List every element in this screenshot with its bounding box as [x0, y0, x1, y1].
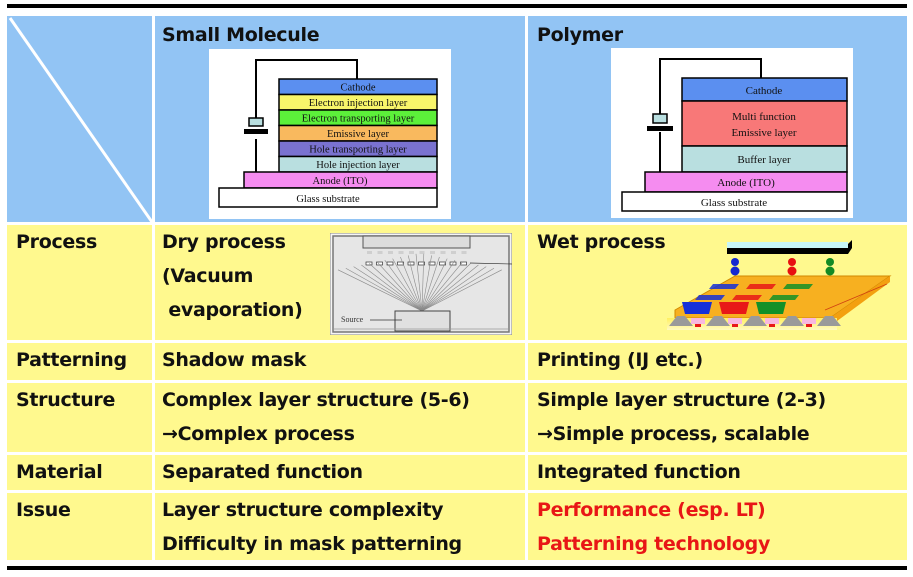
vacuum-evaporation-diagram: Source: [330, 233, 512, 335]
stack-layer: [621, 191, 848, 212]
cell-text: Wet process: [537, 231, 666, 253]
stack-layer: [218, 187, 438, 208]
layer-label: Multi function: [732, 111, 796, 123]
battery-icon: [652, 113, 668, 124]
cell-text: Shadow mask: [162, 349, 307, 371]
diagonal-line: [8, 17, 152, 222]
top-rule: [7, 4, 907, 8]
cell-text: Printing (IJ etc.): [537, 349, 703, 371]
layer-label: Emissive layer: [731, 127, 796, 139]
layer-label: Glass substrate: [701, 197, 767, 209]
inkjet-printing-diagram: [667, 240, 892, 330]
layer-label: Hole transporting layer: [309, 145, 407, 156]
corner-cell: [7, 16, 152, 222]
battery-icon: [248, 117, 264, 127]
cell-text: Layer structure complexity: [162, 499, 444, 521]
row-label: Patterning: [16, 349, 127, 371]
row-label-cell-issue: Issue: [7, 493, 152, 560]
cell-text: →Simple process, scalable: [537, 423, 810, 445]
layer-label: Glass substrate: [296, 194, 360, 205]
row-label: Material: [16, 461, 103, 483]
layer-label: Hole injection layer: [316, 160, 400, 171]
layer-label: Electron injection layer: [309, 98, 408, 109]
polymer-cell-material: Integrated function: [528, 455, 907, 490]
layer-label: Cathode: [341, 83, 376, 94]
cell-text: →Complex process: [162, 423, 355, 445]
cell-text: Simple layer structure (2-3): [537, 389, 826, 411]
cell-text: Difficulty in mask patterning: [162, 533, 462, 555]
small-molecule-cell-material: Separated function: [155, 455, 525, 490]
cell-text: (Vacuum: [162, 265, 254, 287]
cell-text: Integrated function: [537, 461, 741, 483]
small-molecule-cell-structure: Complex layer structure (5-6) →Complex pr…: [155, 383, 525, 452]
stack-layer: [681, 100, 848, 147]
ink-droplets: [730, 258, 835, 276]
row-label: Issue: [16, 499, 71, 521]
bottom-rule: [7, 566, 907, 570]
polymer-cell-patterning: Printing (IJ etc.): [528, 343, 907, 380]
layer-label: Emissive layer: [327, 129, 390, 140]
issue-text-highlight: Performance (esp. LT): [537, 499, 766, 521]
row-label-cell-material: Material: [7, 455, 152, 490]
row-label-cell-patterning: Patterning: [7, 343, 152, 380]
layer-label: Anode (ITO): [717, 177, 775, 189]
row-label-cell-process: Process: [7, 225, 152, 340]
layer-label: Electron transporting layer: [302, 114, 415, 125]
source-label: Source: [341, 315, 364, 324]
cell-text: Dry process: [162, 231, 286, 253]
layer-label: Buffer layer: [737, 154, 791, 166]
row-label: Structure: [16, 389, 116, 411]
row-label-cell-structure: Structure: [7, 383, 152, 452]
cell-text: Complex layer structure (5-6): [162, 389, 470, 411]
polymer-cell-structure: Simple layer structure (2-3) →Simple proc…: [528, 383, 907, 452]
issue-text-highlight: Patterning technology: [537, 533, 771, 555]
stack-layer: [681, 145, 848, 173]
column-heading: Small Molecule: [162, 24, 320, 46]
small-molecule-cell-patterning: Shadow mask: [155, 343, 525, 380]
cell-text: Separated function: [162, 461, 363, 483]
cell-text: evaporation): [162, 299, 303, 321]
layer-label: Anode (ITO): [313, 176, 368, 187]
column-heading: Polymer: [537, 24, 623, 46]
row-label: Process: [16, 231, 98, 253]
polymer-cell-issue: Performance (esp. LT) Patterning technolo…: [528, 493, 907, 560]
layer-label: Cathode: [746, 85, 783, 97]
